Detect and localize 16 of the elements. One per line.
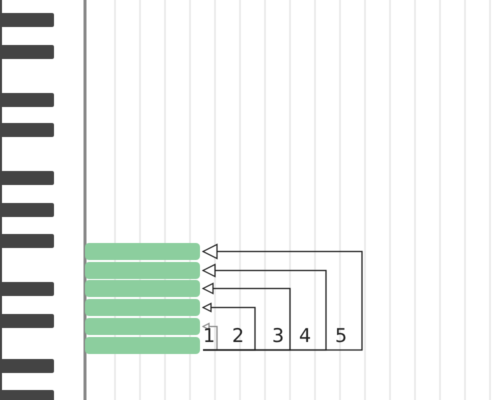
arrow	[202, 282, 291, 351]
note-bar	[85, 337, 200, 354]
arrow	[202, 244, 363, 351]
arrow	[202, 264, 327, 351]
edge-label: 5	[335, 326, 348, 346]
note-bar	[85, 262, 200, 279]
arrow	[202, 302, 256, 351]
note-bar	[85, 280, 200, 297]
note-bar	[85, 299, 200, 316]
edge-label: 1	[203, 326, 216, 346]
note-bar	[85, 318, 200, 335]
edge-label: 2	[232, 326, 244, 346]
arrow	[202, 322, 218, 351]
edge-label: 3	[272, 326, 284, 346]
note-bar	[85, 243, 200, 260]
edge-label: 4	[299, 326, 312, 346]
